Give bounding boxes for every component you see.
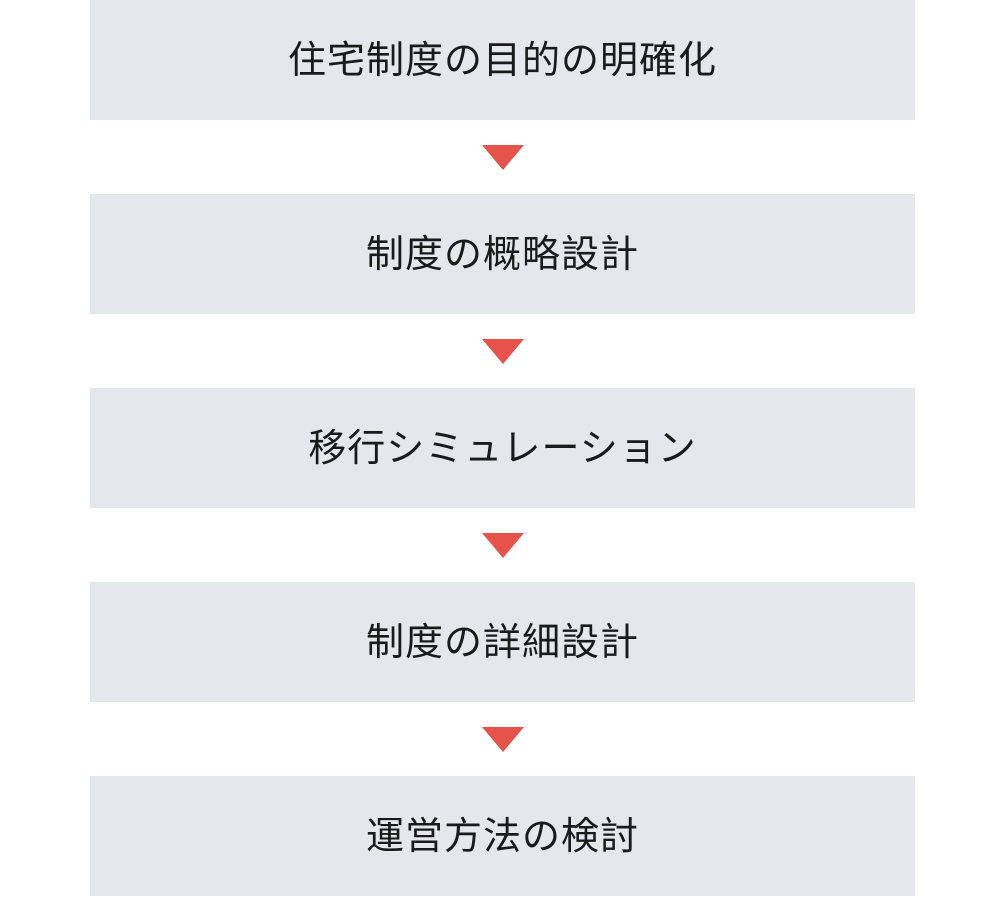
step-3-label: 移行シミュレーション: [308, 426, 697, 470]
step-2-box: 制度の概略設計: [90, 194, 915, 314]
step-4-label: 制度の詳細設計: [365, 620, 639, 664]
down-arrow-icon: [481, 338, 524, 364]
arrow-4: [90, 702, 915, 776]
down-arrow-icon: [481, 726, 524, 752]
arrow-1: [90, 120, 915, 194]
step-2-label: 制度の概略設計: [365, 232, 639, 276]
step-4-box: 制度の詳細設計: [90, 582, 915, 702]
arrow-2: [90, 314, 915, 388]
step-5-box: 運営方法の検討: [90, 776, 915, 896]
step-3-box: 移行シミュレーション: [90, 388, 915, 508]
step-1-box: 住宅制度の目的の明確化: [90, 0, 915, 120]
arrow-3: [90, 508, 915, 582]
process-flow: 住宅制度の目的の明確化 制度の概略設計 移行シミュレーション 制度の詳細設計 運…: [90, 0, 915, 896]
step-5-label: 運営方法の検討: [365, 814, 639, 858]
step-1-label: 住宅制度の目的の明確化: [287, 38, 717, 82]
down-arrow-icon: [481, 144, 524, 170]
down-arrow-icon: [481, 532, 524, 558]
